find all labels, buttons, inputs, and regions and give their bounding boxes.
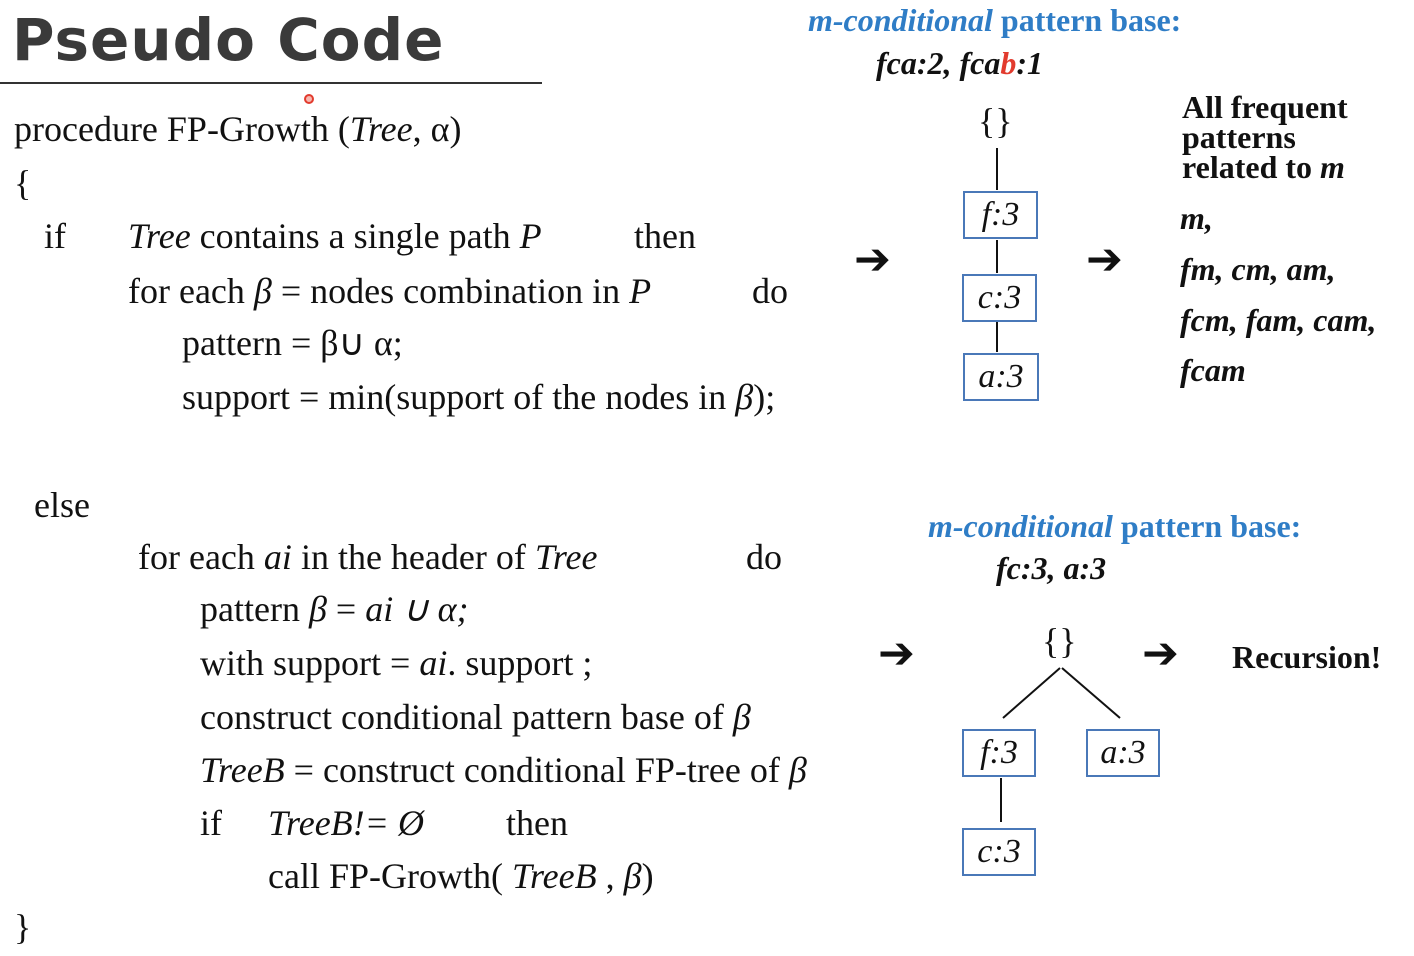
bottom-pattern-base-items: fc:3, a:3: [996, 550, 1107, 586]
top-tree-root: {}: [978, 101, 1013, 141]
code-if-keyword: if: [44, 216, 66, 256]
bottom-tree-root: {}: [1042, 621, 1077, 661]
code-then-keyword-2: then: [506, 803, 568, 843]
bottom-node-f: f:3: [962, 729, 1036, 777]
edge-root-f-2: [1002, 667, 1061, 719]
code-line-if-single-path: Tree contains a single path P: [128, 216, 542, 256]
bottom-node-a: a:3: [1086, 729, 1160, 777]
top-node-f: f:3: [963, 191, 1038, 239]
recursion-label: Recursion!: [1232, 639, 1382, 675]
code-line-pattern-beta: pattern β = ai ∪ α;: [200, 589, 469, 629]
code-line-procedure: procedure FP-Growth (Tree, α): [14, 109, 462, 149]
bottom-arrow-out-icon: ➔: [1142, 628, 1179, 679]
pattern-fcm-fam-cam: fcm, fam, cam,: [1180, 302, 1377, 338]
code-open-brace: {: [14, 163, 32, 203]
code-line-treeb: TreeB = construct conditional FP-tree of…: [200, 750, 807, 790]
code-line-with-support: with support = ai. support ;: [200, 643, 593, 683]
pattern-m: m,: [1180, 200, 1213, 236]
cursor-indicator-icon: [304, 94, 314, 104]
code-line-if-treeb: TreeB!= Ø: [268, 803, 424, 843]
code-do-keyword-2: do: [746, 537, 782, 577]
bottom-arrow-in-icon: ➔: [878, 628, 915, 679]
bottom-pattern-base-title: m-conditional pattern base:: [928, 508, 1302, 544]
page-title: Pseudo Code: [12, 6, 445, 74]
code-line-support: support = min(support of the nodes in β)…: [182, 377, 776, 417]
top-node-a: a:3: [963, 353, 1039, 401]
top-pattern-base-items: fca:2, fcab:1: [876, 45, 1044, 81]
frequent-patterns-header: All frequent patterns related to m: [1182, 89, 1348, 185]
code-do-keyword: do: [752, 271, 788, 311]
pattern-fm-cm-am: fm, cm, am,: [1180, 251, 1336, 287]
code-else-keyword: else: [34, 485, 90, 525]
top-node-c: c:3: [962, 274, 1037, 322]
top-arrow-in-icon: ➔: [854, 234, 891, 285]
top-arrow-out-icon: ➔: [1086, 234, 1123, 285]
top-pattern-base-title: m-conditional pattern base:: [808, 2, 1182, 38]
title-underline: [0, 82, 542, 84]
code-if-keyword-2: if: [200, 803, 222, 843]
code-line-construct-base: construct conditional pattern base of β: [200, 697, 751, 737]
edge-root-a-2: [1061, 667, 1121, 719]
code-close-brace: }: [14, 907, 32, 947]
code-line-pattern: pattern = β∪ α;: [182, 323, 403, 363]
code-then-keyword: then: [634, 216, 696, 256]
bottom-node-c: c:3: [962, 828, 1036, 876]
code-line-for-each-ai: for each ai in the header of Tree: [138, 537, 598, 577]
pattern-fcam: fcam: [1180, 352, 1246, 388]
code-line-for-each-beta: for each β = nodes combination in P: [128, 271, 652, 311]
code-line-call: call FP-Growth( TreeB , β): [268, 856, 654, 896]
